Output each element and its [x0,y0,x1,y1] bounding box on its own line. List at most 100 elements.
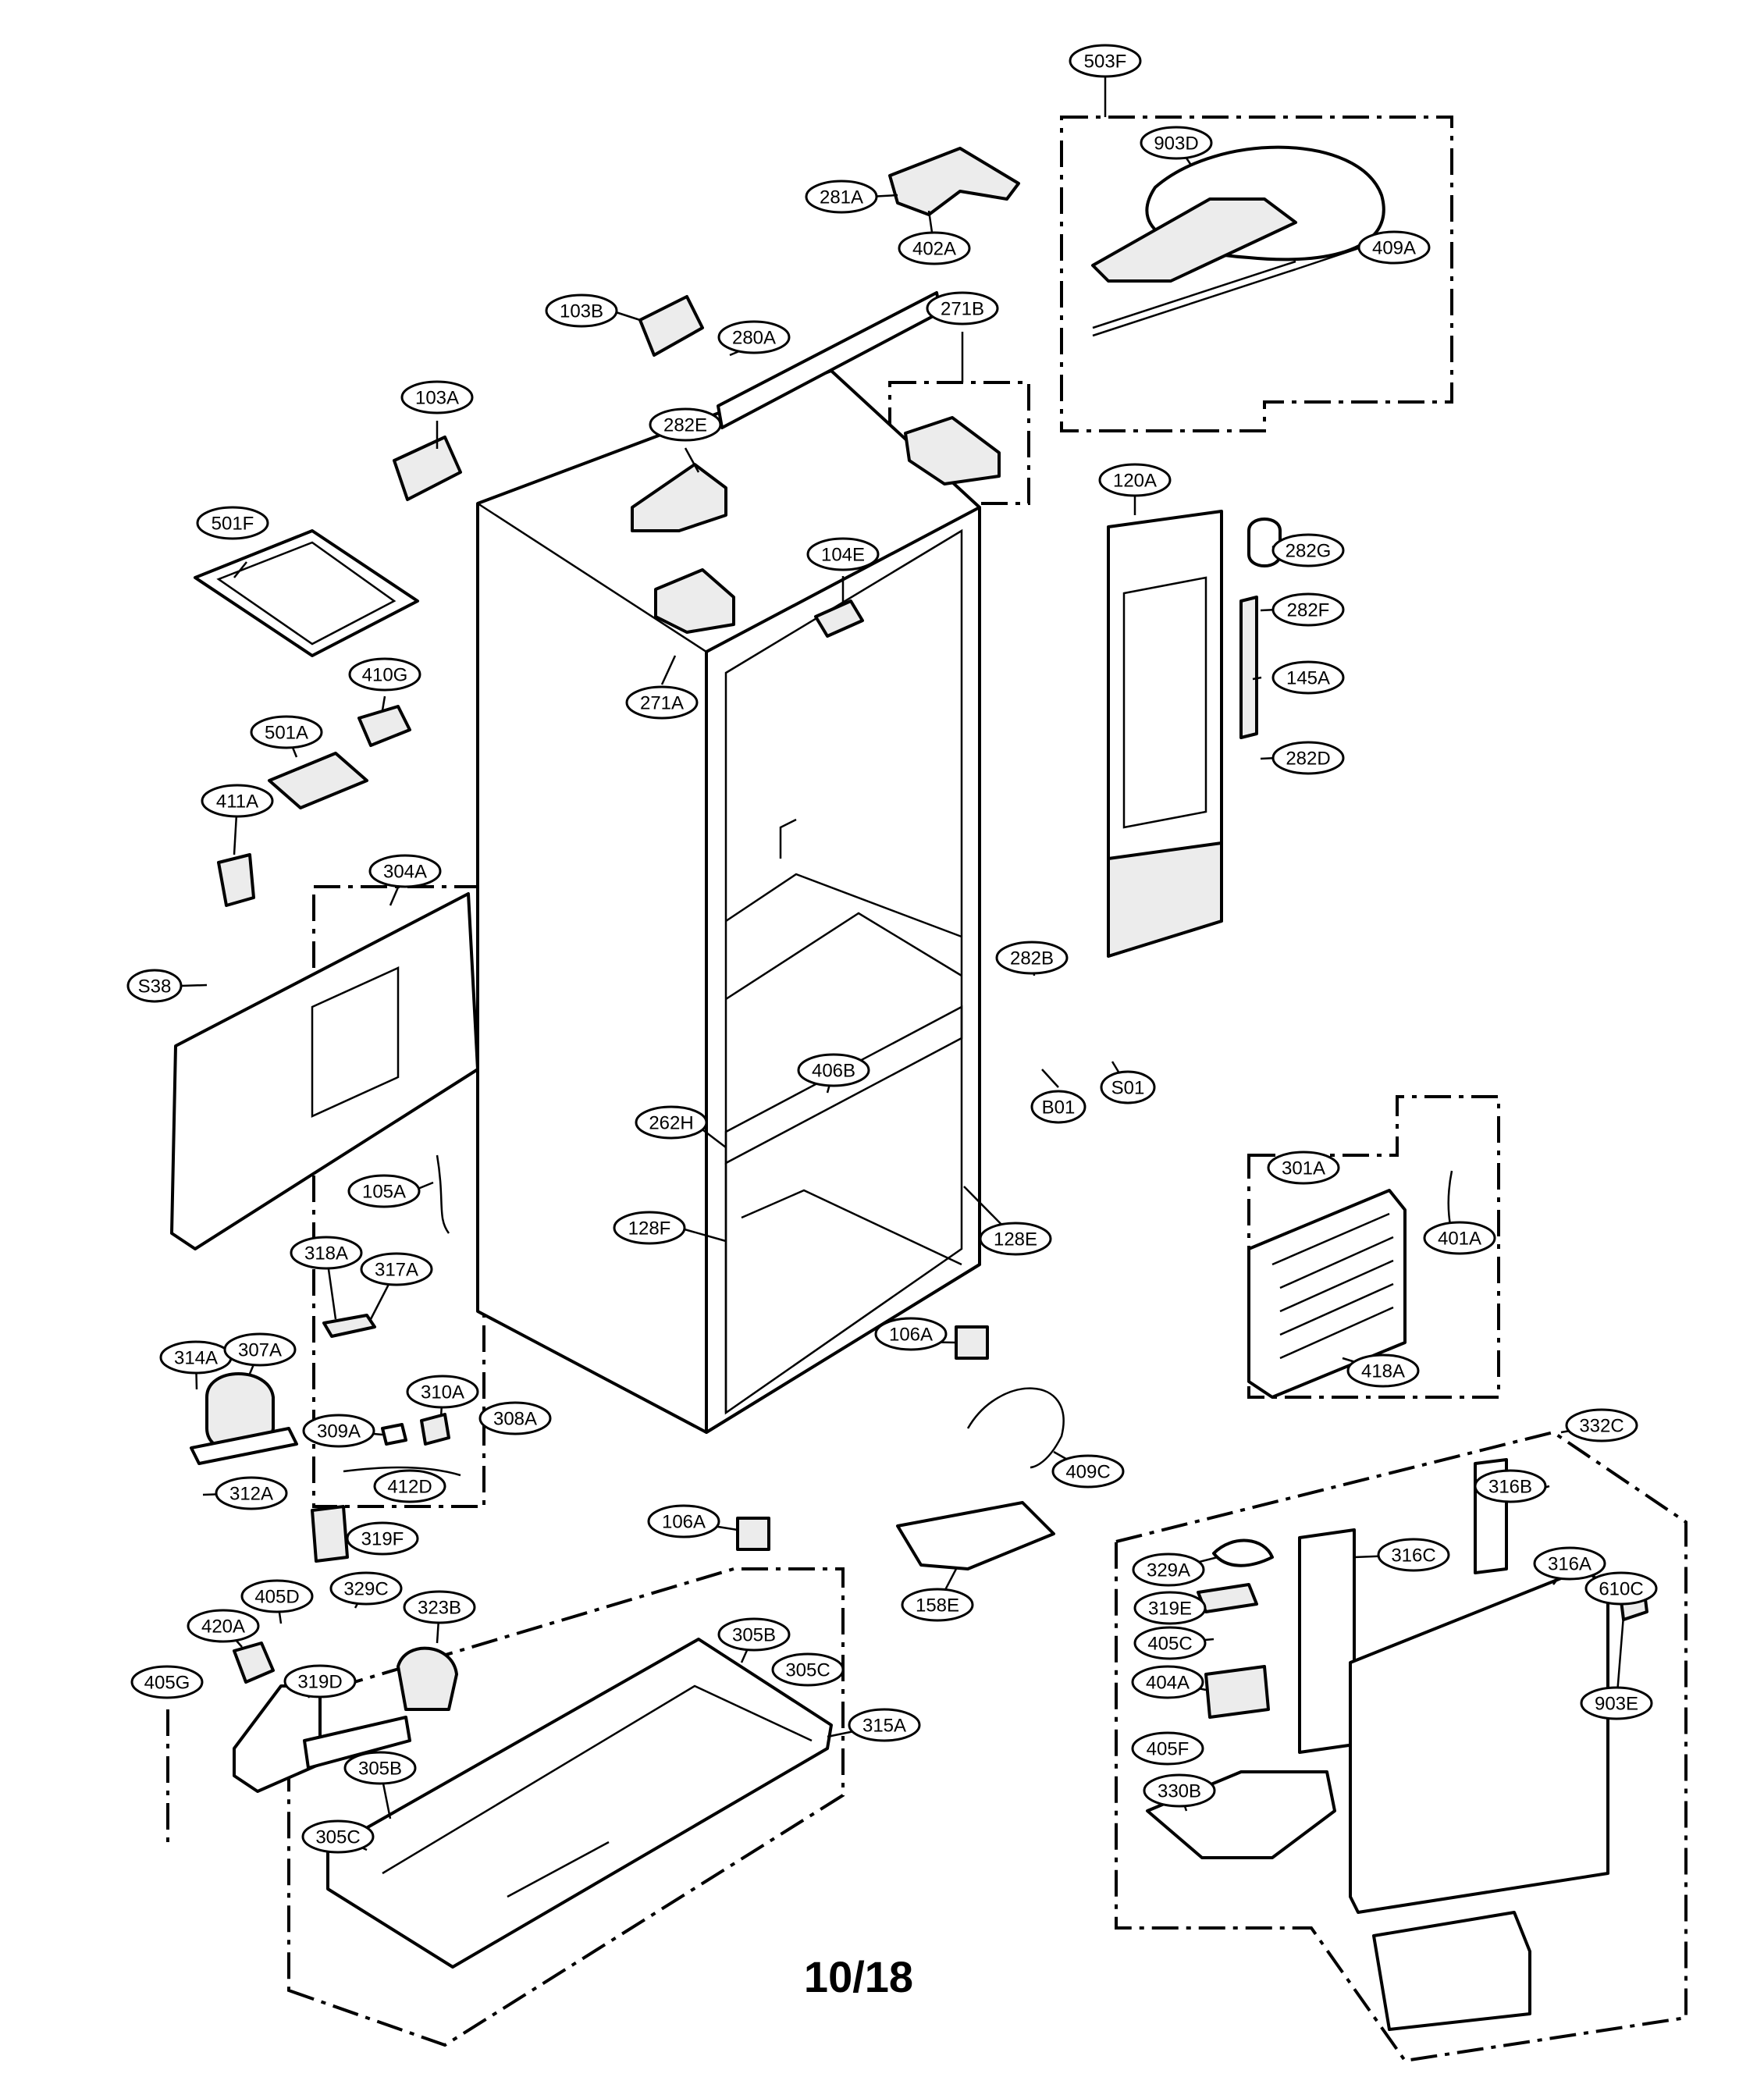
harness-409c [966,1387,1065,1469]
callout-oval [613,1211,686,1245]
group-box-308a [312,885,485,1508]
callout-label: 503F [1084,52,1127,73]
callout-label: 106A [889,1325,933,1346]
callout-oval [1143,1773,1216,1808]
callout-oval [1098,463,1172,497]
callout-410g: 410G [348,657,421,692]
page-number: 10/18 [803,1952,914,2001]
callout-label: 305C [785,1660,830,1681]
callout-label: 402A [912,239,956,260]
callout-label: 329C [343,1579,388,1600]
callout-oval [1267,1151,1340,1185]
callout-oval [1131,1665,1204,1699]
callout-label: B01 [1042,1097,1076,1119]
callout-label: 332C [1579,1416,1624,1437]
callout-oval [1357,230,1431,265]
base-plate-315a [326,1638,833,1969]
callout-oval [196,506,269,540]
callout-label: 145A [1286,668,1330,689]
callout-label: 282B [1010,948,1054,969]
callout-405c: 405C [1133,1626,1207,1660]
callout-oval [1271,592,1345,627]
group-box-503f [1060,116,1453,432]
callout-332c: 332C [1565,1408,1638,1442]
callout-label: 281A [820,187,863,208]
callout-330b: 330B [1143,1773,1216,1808]
callout-oval [1271,533,1345,567]
callout-oval [403,1590,476,1624]
callout-label: 903D [1154,133,1198,155]
callout-s38: S38 [126,969,183,1003]
cover-319f [311,1505,349,1563]
callout-oval [649,407,722,442]
callout-label: 280A [732,328,776,349]
callout-318a: 318A [290,1236,363,1270]
callout-oval [901,1588,974,1622]
callout-oval [302,1414,375,1448]
callout-label: 501F [212,514,254,535]
hinge-271a [654,568,735,634]
callout-282d: 282D [1271,741,1345,775]
callout-315a: 315A [848,1708,921,1742]
callout-128f: 128F [613,1211,686,1245]
callout-103a: 103A [400,380,474,414]
callout-oval [979,1222,1052,1256]
callout-label: 305B [732,1625,776,1646]
callout-label: 304A [383,862,427,883]
callout-label: 262H [649,1113,693,1134]
callout-label: 305B [358,1759,402,1780]
callout-label: 323B [418,1598,461,1619]
callout-oval [373,1469,446,1503]
callout-label: 406B [812,1061,855,1082]
callout-label: 103A [415,388,459,409]
callout-312a: 312A [215,1476,288,1510]
callout-oval [1133,1591,1207,1625]
callout-316a: 316A [1533,1546,1606,1581]
callout-oval [1133,1626,1207,1660]
callout-label: 312A [229,1484,273,1505]
callout-329c: 329C [329,1571,403,1606]
callout-label: 106A [662,1512,706,1533]
callout-610c: 610C [1584,1571,1658,1606]
callout-oval [647,1504,720,1538]
callout-oval [290,1236,363,1270]
callout-oval [201,784,274,818]
callout-104e: 104E [806,537,880,571]
callout-label: 903E [1595,1694,1638,1715]
bracket-319e [1197,1583,1258,1613]
callout-411a: 411A [201,784,274,818]
callout-label: 316C [1391,1545,1435,1567]
callout-oval [625,685,699,720]
callout-oval [797,1053,870,1087]
callout-103b: 103B [545,293,618,328]
callout-oval [1132,1553,1205,1587]
callout-layer: 503F903D409A281A402A103B280A271B103A282E… [126,44,1658,1854]
sensor-318a [322,1314,376,1338]
callout-oval [926,291,999,325]
callout-280a: 280A [717,320,791,354]
callout-oval [215,1476,288,1510]
bracket-104e [814,599,864,638]
callout-label: 314A [174,1348,218,1369]
callout-282g: 282G [1271,533,1345,567]
callout-oval [1271,741,1345,775]
machine-compartment [233,1638,833,1969]
callout-label: 105A [362,1182,406,1203]
callout-oval [1584,1571,1658,1606]
callout-262h: 262H [635,1105,708,1140]
callout-128e: 128E [979,1222,1052,1256]
callout-label: 418A [1361,1361,1405,1382]
callout-oval [1030,1090,1086,1124]
feet-and-drain [736,1325,1065,1570]
callout-label: 307A [238,1340,282,1361]
callout-305c-bottom: 305C [301,1819,375,1854]
overload-310a [420,1413,450,1446]
start-309a [381,1423,407,1446]
callout-oval [130,1665,204,1699]
callout-305b-bottom: 305B [343,1751,417,1785]
callout-label: 271A [640,693,684,714]
callout-label: 158E [916,1595,959,1617]
callout-label: 316A [1548,1554,1592,1575]
callout-316c: 316C [1377,1538,1450,1572]
